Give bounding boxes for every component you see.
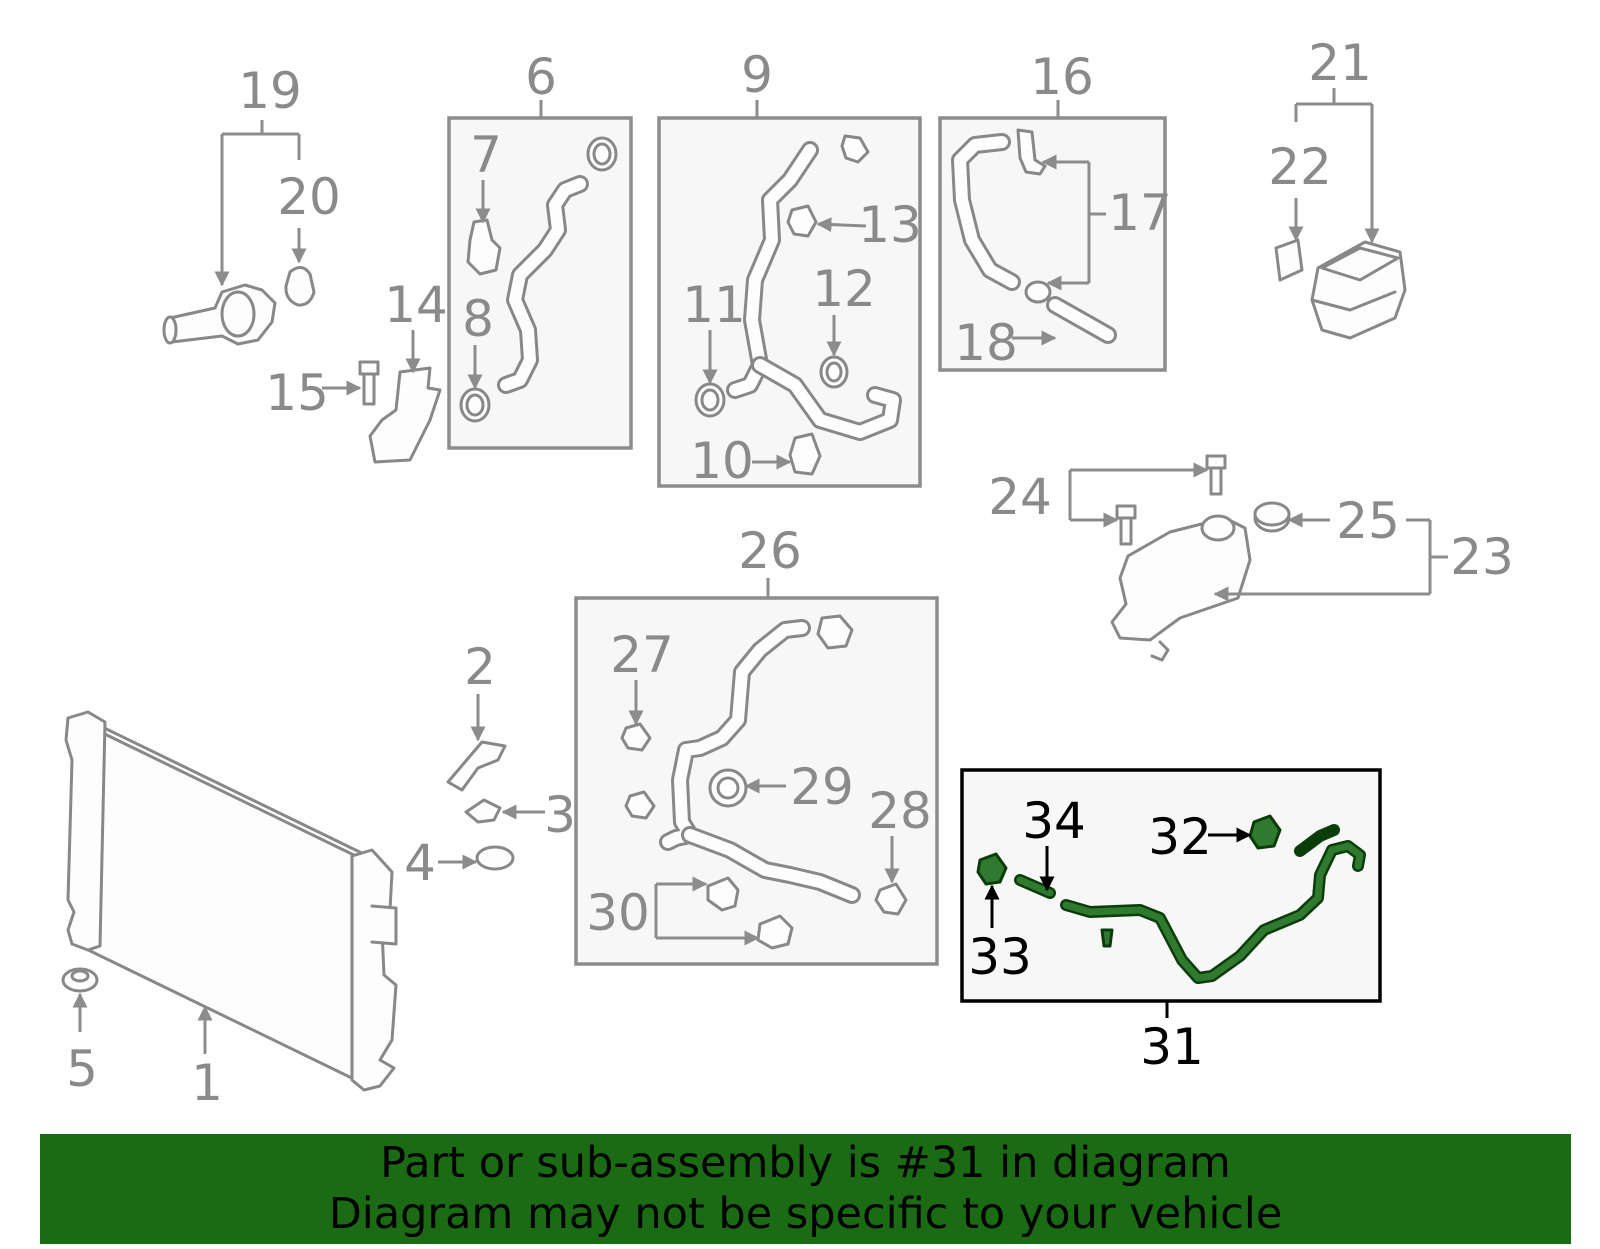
callout-11: 11 [682,276,746,334]
clamp-part-8 [459,387,491,423]
callout-13: 13 [858,196,922,254]
clip-part-33 [976,852,1008,886]
arrow-13 [816,217,867,233]
clamp-part-6b [586,136,618,172]
clip-part-31b [1100,928,1114,948]
callout-15: 15 [265,364,329,422]
callout-33[interactable]: 33 [968,928,1032,986]
banner-line-2: Diagram may not be specific to your vehi… [328,1189,1283,1239]
info-banner: Part or sub-assembly is #31 in diagram D… [40,1134,1571,1244]
callout-25: 25 [1336,492,1400,550]
callout-28: 28 [868,782,932,840]
callout-20: 20 [277,168,341,226]
clamp-part-17b [1024,280,1052,304]
bolt-part-24b [1115,504,1137,546]
bracket-part-14 [368,366,442,464]
callout-23: 23 [1450,528,1514,586]
clip-part-13 [786,204,818,238]
callout-27: 27 [610,626,674,684]
hose-part-31-end [1294,824,1340,857]
callout-31[interactable]: 31 [1140,1018,1204,1076]
bolt-part-15 [358,360,380,406]
seal-part-3 [464,798,502,824]
clip-part-9c [840,134,870,164]
radiator-part-1 [64,710,398,1092]
clip-part-17a [1016,128,1047,176]
gasket-part-20 [284,266,316,307]
clamp-part-11 [694,382,726,418]
gasket-part-22 [1274,238,1304,282]
callout-16: 16 [1030,48,1094,106]
callout-7: 7 [470,126,502,184]
callout-2: 2 [464,638,496,696]
callout-17: 17 [1108,184,1172,242]
water-outlet-part-19 [162,283,277,346]
callout-29: 29 [790,758,854,816]
valve-part-21 [1310,240,1407,340]
callout-5: 5 [66,1040,98,1098]
callout-18: 18 [954,314,1018,372]
banner-line-1: Part or sub-assembly is #31 in diagram [380,1138,1231,1188]
callout-1: 1 [191,1054,223,1112]
callout-12: 12 [812,260,876,318]
clip-part-26c [816,614,854,650]
bracket-part-30a [706,876,740,912]
callout-21: 21 [1308,34,1372,92]
clamp-part-12 [819,355,849,389]
reservoir-part-23 [1110,514,1252,662]
callout-26: 26 [738,522,802,580]
bolt-part-24a [1205,454,1227,496]
clamp-part-7 [466,218,502,276]
callout-4: 4 [404,834,436,892]
callout-32[interactable]: 32 [1148,808,1212,866]
callout-24: 24 [988,468,1052,526]
seal-part-4 [475,845,515,871]
callout-8: 8 [462,290,494,348]
callout-14: 14 [384,276,448,334]
callout-10: 10 [690,432,754,490]
callout-3: 3 [544,786,576,844]
clamp-part-29 [708,768,748,808]
callout-34[interactable]: 34 [1022,792,1086,850]
callout-9: 9 [741,46,773,104]
seal-part-2 [446,740,507,792]
cap-part-25 [1253,501,1291,533]
callout-22: 22 [1268,138,1332,196]
callout-19: 19 [238,62,302,120]
cap-part-10 [788,432,822,476]
callout-30: 30 [586,884,650,942]
cushion-part-5 [61,967,99,993]
clip-part-28 [874,882,908,916]
clip-part-26d [624,790,656,820]
callout-6: 6 [525,48,557,106]
